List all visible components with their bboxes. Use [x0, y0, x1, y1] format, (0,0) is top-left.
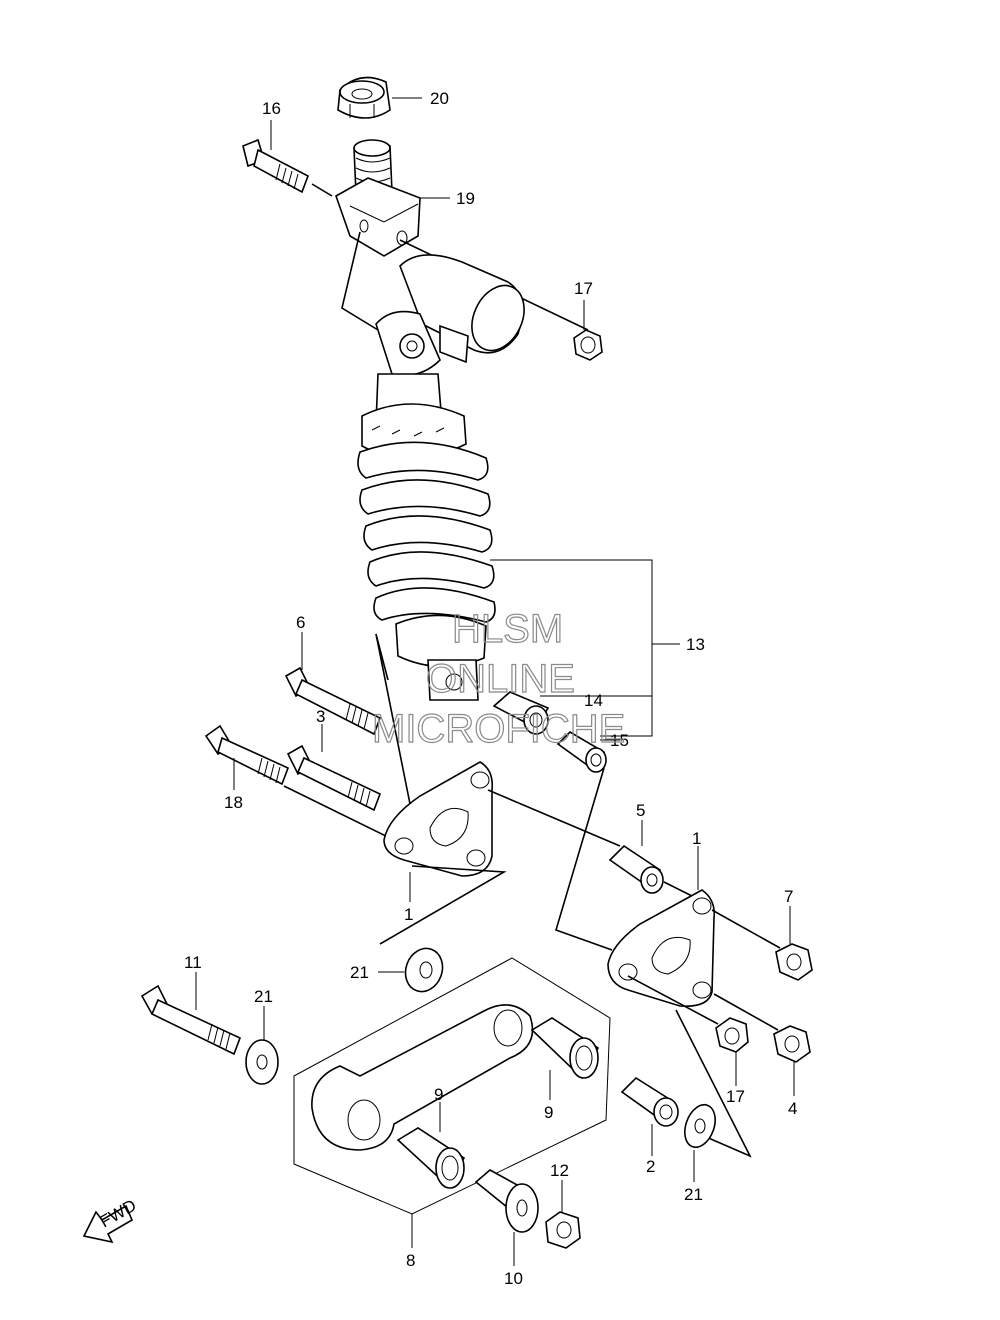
callout-13: 13 [686, 635, 705, 654]
callout-labels: 20 16 19 17 13 14 15 6 3 18 5 1 1 7 21 1… [184, 89, 797, 1288]
part-15-bushing [556, 730, 607, 773]
callout-9-right: 9 [544, 1103, 553, 1122]
callout-5: 5 [636, 801, 645, 820]
callout-21-left: 21 [254, 987, 273, 1006]
callout-8: 8 [406, 1251, 415, 1270]
part-21-washer-upper [404, 947, 444, 993]
callout-2: 2 [646, 1157, 655, 1176]
part-10-collar [474, 1169, 539, 1233]
part-12-nut [545, 1211, 581, 1249]
watermark-line-3: MICROFICHE [372, 707, 625, 751]
callout-1-left: 1 [404, 905, 413, 924]
callout-15: 15 [610, 731, 629, 750]
callout-11: 11 [184, 953, 202, 972]
part-4-nut [773, 1025, 811, 1063]
callout-20: 20 [430, 89, 449, 108]
part-21-washer-right [684, 1103, 716, 1149]
part-21-washer-left [245, 1039, 279, 1085]
part-11-bolt [140, 984, 242, 1056]
shock-reservoir [399, 254, 525, 354]
callout-10: 10 [504, 1269, 523, 1288]
callout-19: 19 [456, 189, 475, 208]
part-9-bearing-right [530, 1017, 600, 1080]
part-2-spacer [620, 1076, 679, 1127]
callout-3: 3 [316, 707, 325, 726]
part-16-bolt [242, 138, 309, 194]
callout-14: 14 [584, 691, 603, 710]
fwd-arrow-icon: FWD [82, 1196, 140, 1244]
part-7-nut [775, 943, 813, 981]
watermark-line-1: HLSM [452, 607, 563, 651]
callout-4: 4 [788, 1099, 797, 1118]
callout-17-lower: 17 [726, 1087, 745, 1106]
callout-9-left: 9 [434, 1085, 443, 1104]
callout-6: 6 [296, 613, 305, 632]
part-1-plate-left [383, 761, 494, 877]
part-19-clevis [335, 139, 421, 257]
callout-7: 7 [784, 887, 793, 906]
callout-17-top: 17 [574, 279, 593, 298]
watermark-line-2: ONLINE [426, 657, 575, 701]
callout-1-right: 1 [692, 829, 701, 848]
part-14-bushing [492, 691, 550, 735]
part-20-cap-nut [337, 76, 391, 119]
callout-12: 12 [550, 1161, 569, 1180]
part-9-bearing-left [396, 1127, 466, 1189]
part-17-nut-top [573, 329, 603, 361]
part-18-bolt [204, 724, 290, 786]
callout-21-upper: 21 [350, 963, 369, 982]
part-13-shock-absorber [357, 310, 496, 701]
part-1-plate-right [607, 889, 716, 1008]
watermark: HLSM ONLINE MICROFICHE [371, 606, 626, 751]
callout-21-right: 21 [684, 1185, 703, 1204]
part-17-nut-lower [715, 1017, 749, 1053]
part-5-spacer [608, 844, 664, 894]
part-8-link-rod [311, 1004, 534, 1151]
callout-16: 16 [262, 99, 281, 118]
part-3-bolt [286, 744, 382, 812]
callout-18: 18 [224, 793, 243, 812]
part-6-bolt [284, 666, 382, 736]
